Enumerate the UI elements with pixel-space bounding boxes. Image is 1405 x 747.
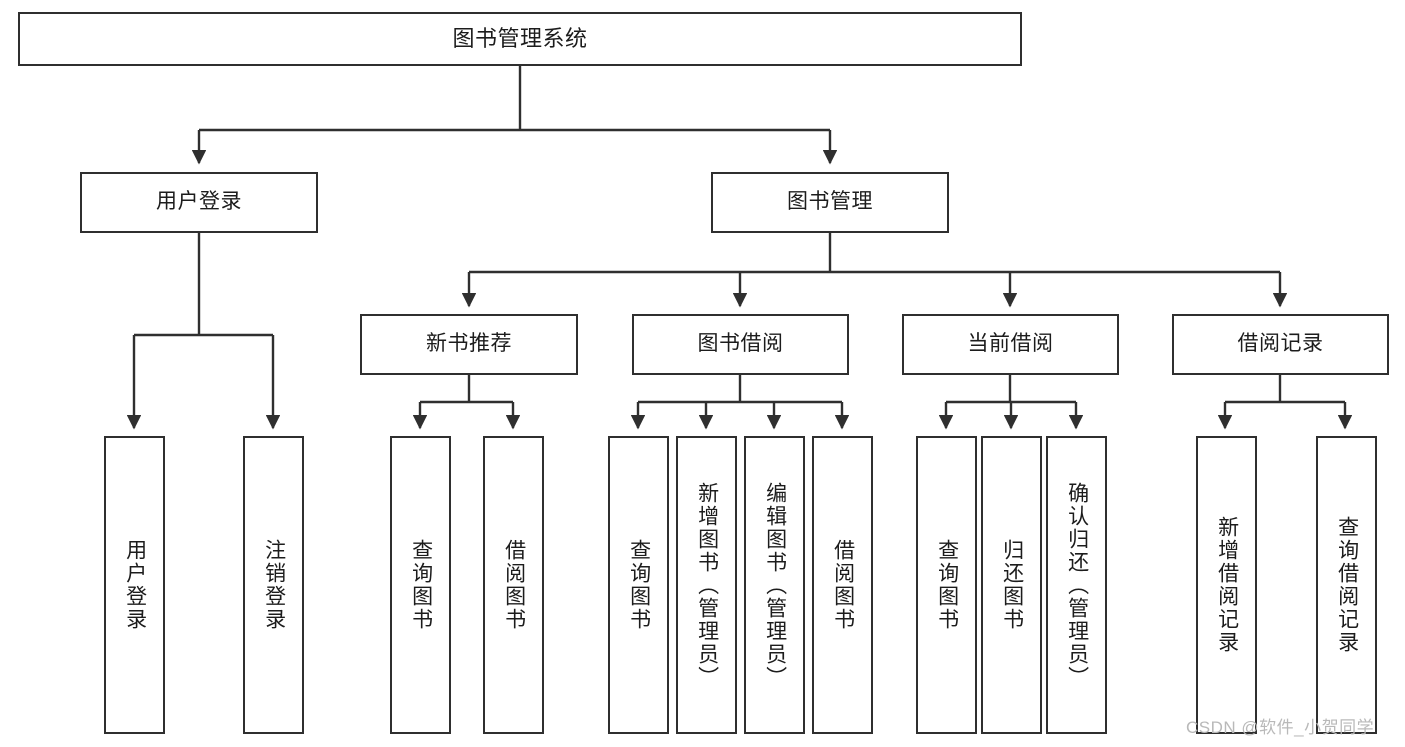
leaf-borrow-lend[interactable]: 借阅图书 [812, 436, 873, 734]
node-book-borrow[interactable]: 图书借阅 [632, 314, 849, 375]
leaf-user-login[interactable]: 用户登录 [104, 436, 165, 734]
node-new-book-rec-label: 新书推荐 [426, 332, 512, 356]
leaf-rec-query-label: 查询图书 [409, 539, 433, 631]
leaf-borrow-add[interactable]: 新增图书（管理员） [676, 436, 737, 734]
node-borrow-record-label: 借阅记录 [1237, 332, 1324, 356]
leaf-user-logout-label: 注销登录 [262, 539, 286, 631]
leaf-rec-add-label: 新增借阅记录 [1215, 516, 1239, 654]
leaf-rec-query-record[interactable]: 查询借阅记录 [1316, 436, 1377, 734]
csdn-watermark: CSDN @软件_小贺同学 [1186, 718, 1375, 737]
leaf-borrow-edit[interactable]: 编辑图书（管理员） [744, 436, 805, 734]
leaf-rec-borrow[interactable]: 借阅图书 [483, 436, 544, 734]
leaf-borrow-add-label: 新增图书（管理员） [695, 481, 719, 689]
node-user-login[interactable]: 用户登录 [80, 172, 318, 233]
leaf-borrow-query[interactable]: 查询图书 [608, 436, 669, 734]
node-root[interactable]: 图书管理系统 [18, 12, 1022, 66]
leaf-cur-return[interactable]: 归还图书 [981, 436, 1042, 734]
node-book-manage[interactable]: 图书管理 [711, 172, 949, 233]
node-book-manage-label: 图书管理 [787, 190, 873, 214]
leaf-cur-query[interactable]: 查询图书 [916, 436, 977, 734]
node-current-borrow[interactable]: 当前借阅 [902, 314, 1119, 375]
leaf-cur-confirm[interactable]: 确认归还（管理员） [1046, 436, 1107, 734]
node-user-login-label: 用户登录 [156, 190, 242, 214]
node-borrow-record[interactable]: 借阅记录 [1172, 314, 1389, 375]
leaf-borrow-edit-label: 编辑图书（管理员） [763, 481, 787, 689]
leaf-rec-query[interactable]: 查询图书 [390, 436, 451, 734]
leaf-cur-return-label: 归还图书 [1000, 539, 1024, 631]
leaf-borrow-lend-label: 借阅图书 [831, 539, 855, 631]
leaf-rec-borrow-label: 借阅图书 [502, 539, 526, 631]
leaf-user-login-label: 用户登录 [123, 539, 147, 631]
node-current-borrow-label: 当前借阅 [967, 332, 1054, 356]
node-book-borrow-label: 图书借阅 [697, 332, 784, 356]
leaf-rec-query-record-label: 查询借阅记录 [1335, 516, 1359, 654]
leaf-cur-confirm-label: 确认归还（管理员） [1065, 481, 1089, 689]
node-root-label: 图书管理系统 [452, 26, 588, 52]
leaf-user-logout[interactable]: 注销登录 [243, 436, 304, 734]
node-new-book-rec[interactable]: 新书推荐 [360, 314, 578, 375]
leaf-cur-query-label: 查询图书 [935, 539, 959, 631]
leaf-borrow-query-label: 查询图书 [627, 539, 651, 631]
leaf-rec-add[interactable]: 新增借阅记录 [1196, 436, 1257, 734]
